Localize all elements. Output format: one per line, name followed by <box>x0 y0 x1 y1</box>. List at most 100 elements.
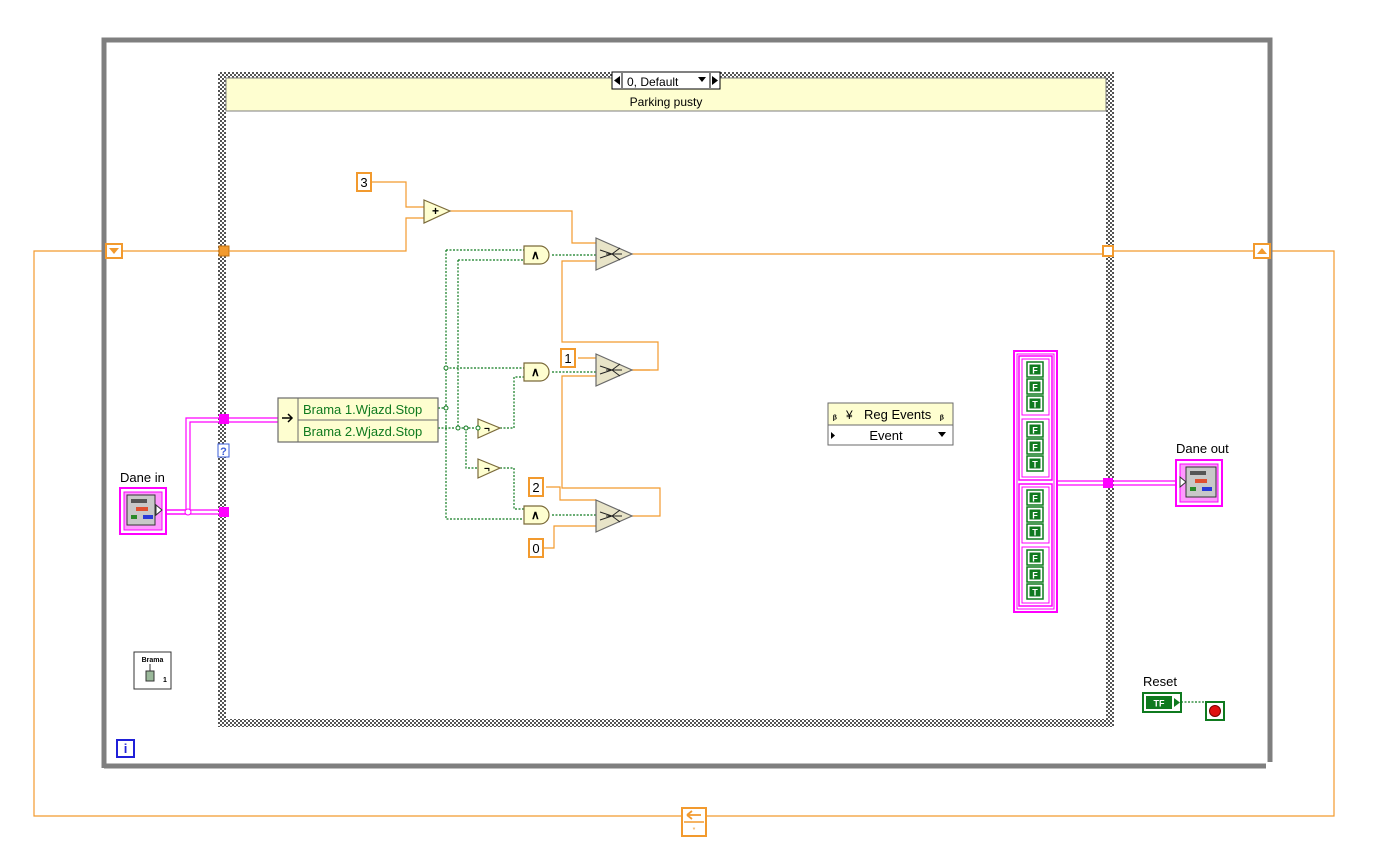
boolean-constant-value: F <box>1032 426 1038 436</box>
dane-in-terminal[interactable] <box>119 487 167 535</box>
stop-terminal[interactable] <box>1205 701 1225 721</box>
event-label: Parking pusty <box>630 95 703 109</box>
dropdown-arrow-icon <box>938 432 946 437</box>
boolean-constant-value: T <box>1032 460 1038 470</box>
boolean-constant-fill <box>1029 458 1041 469</box>
boolean-constant-fill <box>1029 492 1041 503</box>
boolean-constant-fill <box>1029 441 1041 452</box>
and-gate-1[interactable]: ∧ <box>523 245 550 265</box>
reg-events-title: Reg Events <box>864 407 932 422</box>
svg-text:i: i <box>124 741 128 756</box>
boolean-constant-value: T <box>1032 400 1038 410</box>
reset-terminal[interactable]: TF <box>1142 692 1182 713</box>
svg-text:2: 2 <box>532 480 539 495</box>
svg-text:∧: ∧ <box>531 508 540 522</box>
boolean-constant-fill <box>1029 381 1041 392</box>
select-function-2[interactable] <box>595 353 634 387</box>
property-item[interactable]: Brama 2.Wjazd.Stop <box>303 424 422 439</box>
stop-icon <box>1209 705 1221 717</box>
boolean-constant-fill <box>1029 424 1041 435</box>
boolean-constant-fill <box>1029 509 1041 520</box>
svg-text:TF: TF <box>1154 699 1165 709</box>
case-selector-value: 0, Default <box>627 75 679 89</box>
cluster-wires <box>166 417 1176 515</box>
iteration-terminal: i <box>116 739 135 758</box>
boolean-constant-fill <box>1029 569 1041 580</box>
add-function[interactable]: + <box>423 199 452 224</box>
boolean-constant-fill <box>1029 364 1041 375</box>
svg-text:0: 0 <box>532 541 539 556</box>
svg-text:3: 3 <box>360 175 367 190</box>
not-gate-1[interactable]: ¬ <box>475 418 502 439</box>
unwired-indicator: ? <box>217 443 230 458</box>
brama-index: 1 <box>163 677 167 684</box>
tunnel-cluster-out <box>1103 478 1113 488</box>
boolean-constant-fill <box>1029 526 1041 537</box>
constant-one[interactable]: 1 <box>560 348 576 368</box>
dropdown-arrow-icon <box>698 77 706 82</box>
svg-text:∧: ∧ <box>531 365 540 379</box>
svg-text:?: ? <box>220 446 227 458</box>
not-gate-2[interactable]: ¬ <box>477 458 502 479</box>
constant-three[interactable]: 3 <box>356 172 372 192</box>
brama-label: Brama <box>142 657 164 664</box>
tunnel-cluster-in-top <box>219 414 229 424</box>
wire-junction <box>443 365 449 371</box>
boolean-constant-value: F <box>1032 554 1038 564</box>
reg-events-node[interactable]: ᵦ ¥ Reg Events ᵦ Event <box>827 402 954 446</box>
tunnel-numeric-in <box>218 245 230 257</box>
svg-text:+: + <box>432 204 439 218</box>
event-reg-icon: ᵦ <box>940 411 944 422</box>
dane-in-label: Dane in <box>120 470 165 485</box>
antenna-icon: ¥ <box>845 408 853 422</box>
reset-label: Reset <box>1143 674 1177 689</box>
while-loop-frame[interactable] <box>101 37 1273 768</box>
reset-wire <box>1181 701 1207 709</box>
shift-register-right[interactable] <box>1253 243 1271 259</box>
case-selector[interactable]: 0, Default <box>611 71 721 90</box>
boolean-constant-value: F <box>1032 366 1038 376</box>
svg-text:∧: ∧ <box>531 248 540 262</box>
wire-junction <box>443 405 449 411</box>
svg-text:1: 1 <box>564 351 571 366</box>
wire-junction <box>455 425 461 431</box>
select-function-1[interactable] <box>595 237 634 271</box>
arrow-right-icon <box>831 432 835 439</box>
constant-two[interactable]: 2 <box>528 477 544 497</box>
feedback-node[interactable]: * <box>681 807 707 837</box>
boolean-wires <box>438 249 596 520</box>
wire-junction <box>463 425 469 431</box>
and-gate-2[interactable]: ∧ <box>523 362 550 382</box>
property-item[interactable]: Brama 1.Wjazd.Stop <box>303 402 422 417</box>
svg-text:¬: ¬ <box>484 424 490 435</box>
dane-out-label: Dane out <box>1176 441 1229 456</box>
select-function-3[interactable] <box>595 499 634 533</box>
constant-zero[interactable]: 0 <box>528 538 544 558</box>
boolean-constant-fill <box>1029 586 1041 597</box>
and-gate-3[interactable]: ∧ <box>523 505 550 525</box>
reference-arrow-icon <box>282 413 294 423</box>
svg-text:¬: ¬ <box>484 464 490 475</box>
wire-junction <box>184 508 192 516</box>
event-reg-icon: ᵦ <box>833 411 837 422</box>
property-node[interactable]: Brama 1.Wjazd.Stop Brama 2.Wjazd.Stop <box>277 397 439 443</box>
tunnel-numeric-out <box>1102 245 1114 257</box>
decrement-arrow-icon <box>614 76 620 85</box>
svg-text:*: * <box>693 827 696 834</box>
shift-register-loop-wire <box>33 250 1335 817</box>
reg-events-output: Event <box>869 428 903 443</box>
boolean-constant-value: F <box>1032 571 1038 581</box>
tunnel-cluster-in-bottom <box>219 507 229 517</box>
boolean-constant-value: T <box>1032 588 1038 598</box>
dane-out-terminal[interactable] <box>1175 459 1223 507</box>
boolean-constant-value: T <box>1032 528 1038 538</box>
numeric-wires <box>122 181 1254 549</box>
gate-icon <box>145 670 155 682</box>
boolean-constant-value: F <box>1032 494 1038 504</box>
shift-register-left[interactable] <box>105 243 123 259</box>
boolean-constant-fill <box>1029 398 1041 409</box>
boolean-constant-value: F <box>1032 443 1038 453</box>
boolean-constant-fill <box>1029 552 1041 563</box>
brama-reference[interactable]: Brama 1 <box>133 651 172 690</box>
